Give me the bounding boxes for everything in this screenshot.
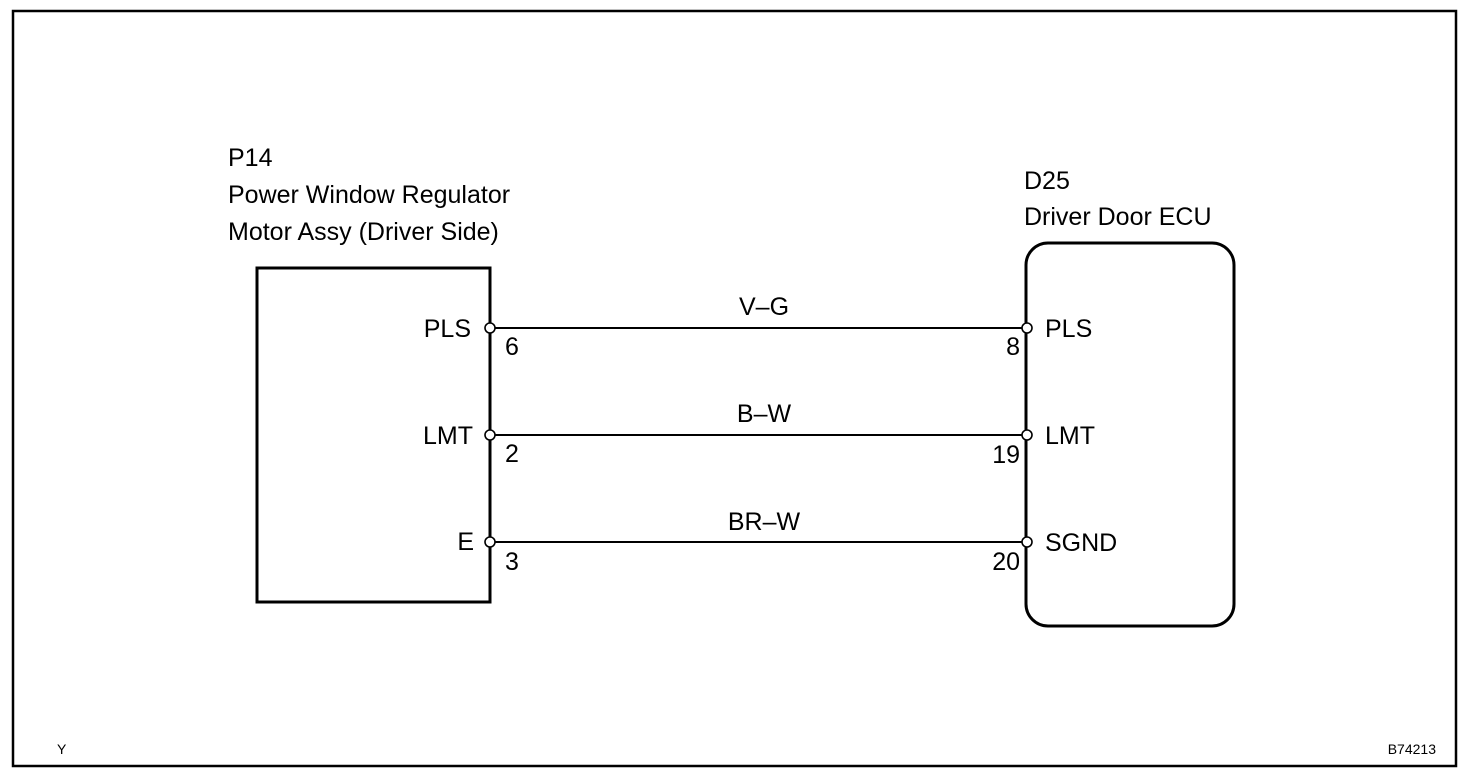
- wire-color-label: B–W: [737, 400, 792, 428]
- right-terminal-2: [1021, 429, 1033, 441]
- right-pin-label: LMT: [1045, 422, 1095, 450]
- right-component-name: Driver Door ECU: [1024, 203, 1212, 231]
- left-terminal-1: [484, 322, 496, 334]
- right-pin-number: 8: [1006, 333, 1020, 361]
- footer-left-mark: Y: [57, 741, 67, 757]
- figure-code: B74213: [1388, 741, 1436, 757]
- right-pin-number: 20: [992, 548, 1020, 576]
- left-pin-label: LMT: [423, 422, 473, 450]
- right-pin-label: PLS: [1045, 315, 1092, 343]
- left-terminal-3: [484, 536, 496, 548]
- left-component-name-line1: Power Window Regulator: [228, 181, 510, 209]
- left-component-code: P14: [228, 144, 273, 172]
- left-terminal-2: [484, 429, 496, 441]
- left-pin-label: PLS: [424, 315, 471, 343]
- wire-color-label: V–G: [739, 293, 789, 321]
- right-pin-number: 19: [992, 441, 1020, 469]
- left-pin-number: 2: [505, 440, 519, 468]
- wire-3: BR–W E 3 20 SGND: [457, 508, 1117, 576]
- wire-1: V–G PLS 6 8 PLS: [424, 293, 1093, 361]
- right-component-code: D25: [1024, 167, 1070, 195]
- right-terminal-3: [1021, 536, 1033, 548]
- left-component-name-line2: Motor Assy (Driver Side): [228, 218, 499, 246]
- diagram-frame: [11, 9, 1458, 768]
- right-pin-label: SGND: [1045, 529, 1117, 557]
- right-terminal-1: [1021, 322, 1033, 334]
- wire-2: B–W LMT 2 19 LMT: [423, 400, 1095, 469]
- left-pin-number: 3: [505, 548, 519, 576]
- wire-color-label: BR–W: [728, 508, 801, 536]
- left-pin-label: E: [457, 528, 474, 556]
- left-pin-number: 6: [505, 333, 519, 361]
